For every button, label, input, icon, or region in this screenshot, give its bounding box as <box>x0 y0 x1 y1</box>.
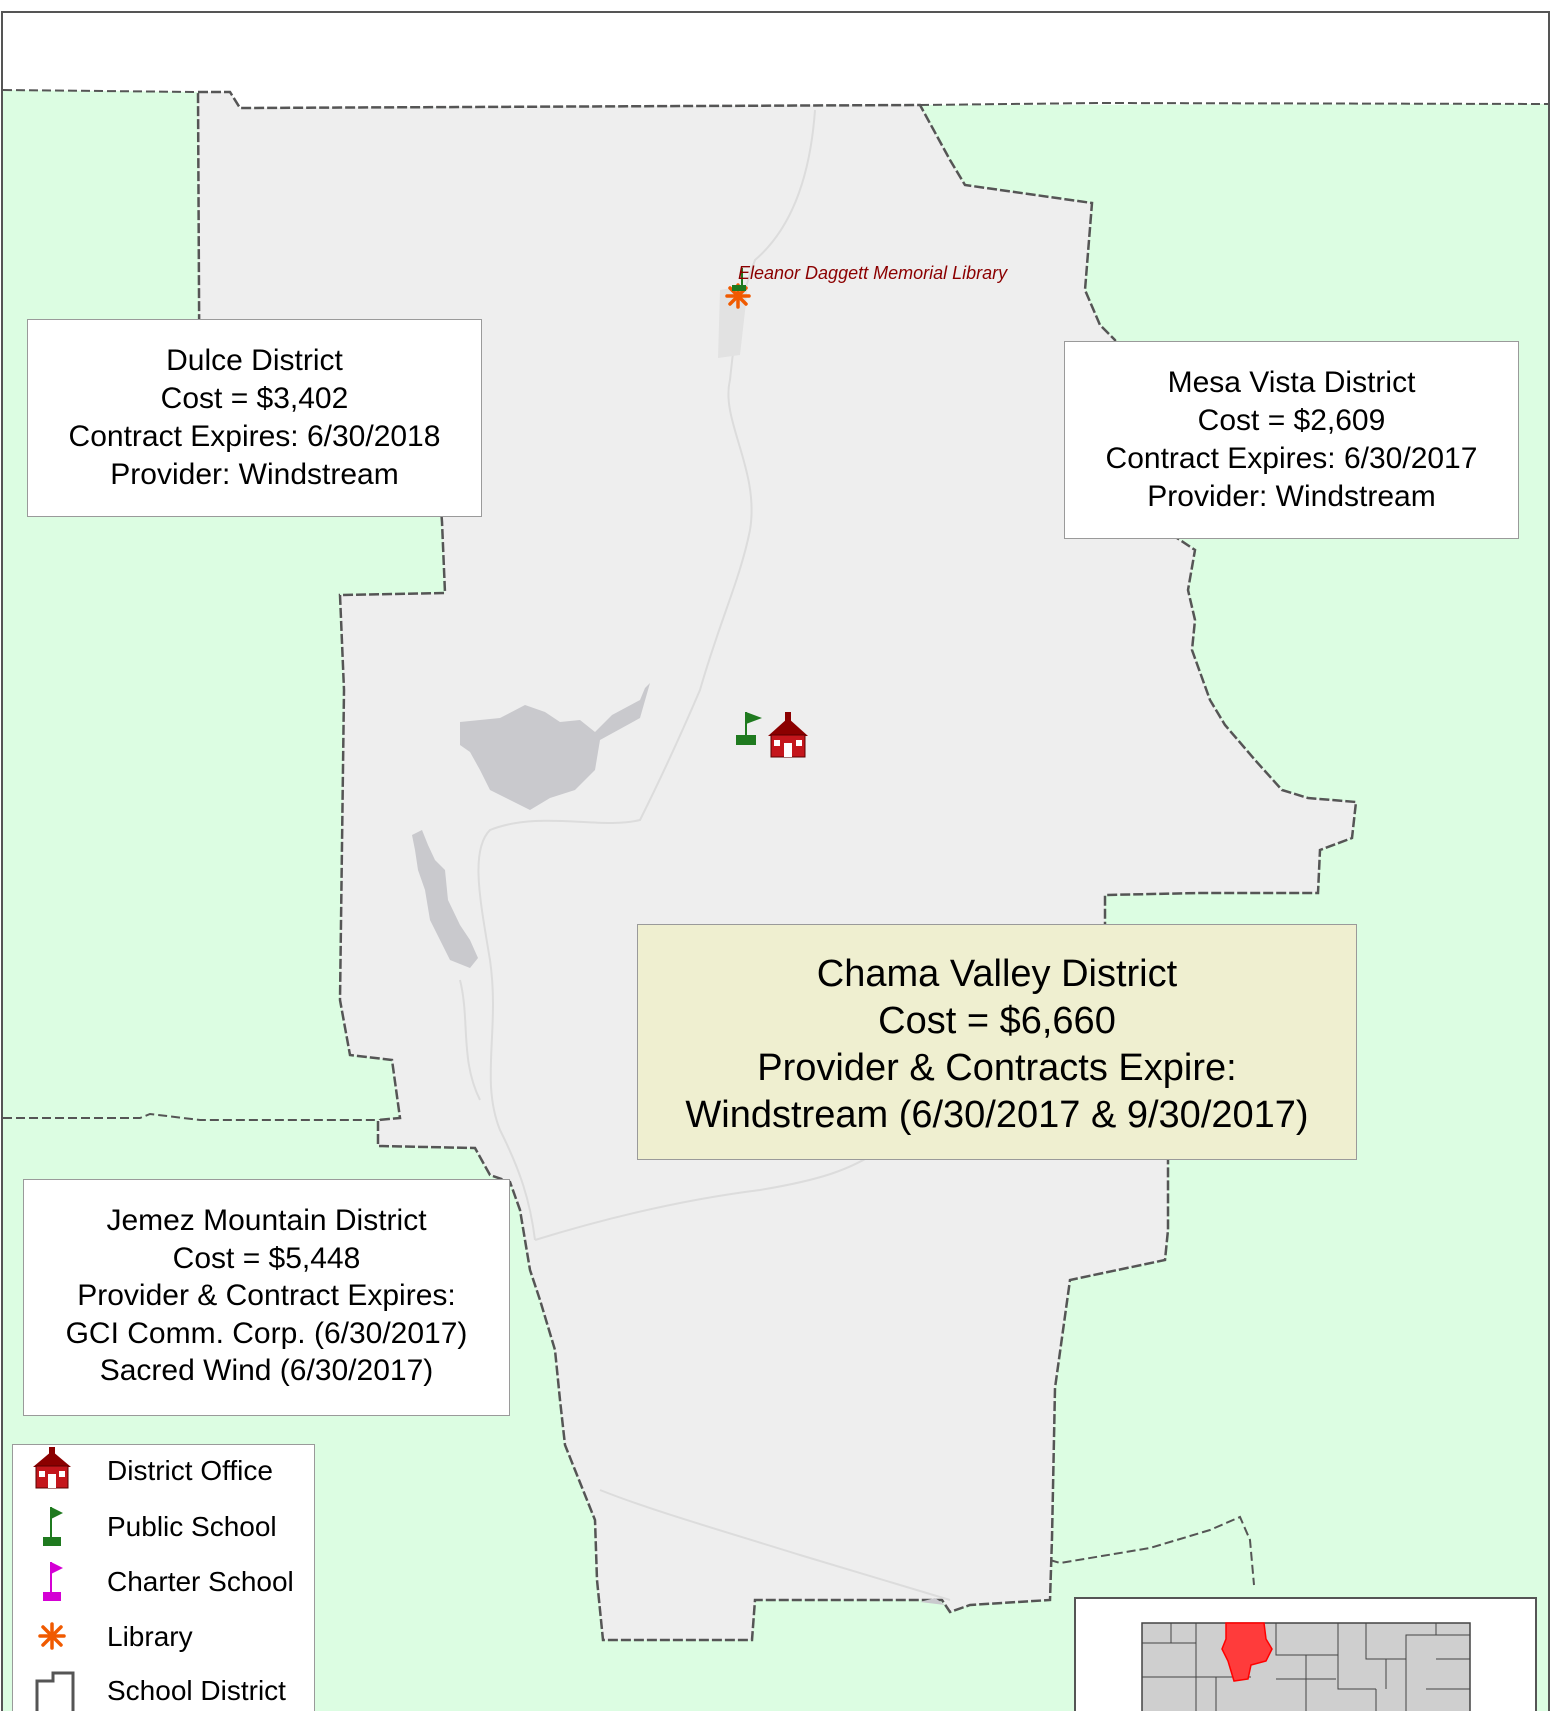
legend-item-school-district: School District <box>13 1667 313 1713</box>
dulce-district-name: Dulce District <box>166 344 343 377</box>
district-office-icon <box>33 1447 71 1489</box>
dulce-district-cost: Cost = $3,402 <box>160 382 349 415</box>
jemez-mountain-district-contract-heading: Provider & Contract Expires: <box>77 1279 456 1312</box>
map-legend: District Office Public School Charter Sc… <box>12 1444 315 1711</box>
water-feature-south <box>920 1598 945 1605</box>
district-boundaries <box>2 89 1549 1586</box>
chama-valley-district-contract-heading: Provider & Contracts Expire: <box>757 1047 1237 1089</box>
jemez-mountain-district-name: Jemez Mountain District <box>106 1204 427 1237</box>
legend-label-district-office: District Office <box>107 1455 273 1486</box>
mesa-vista-district-name: Mesa Vista District <box>1167 366 1416 399</box>
jemez-mountain-district-provider-gci: GCI Comm. Corp. (6/30/2017) <box>65 1316 468 1350</box>
library-map-label: Eleanor Daggett Memorial Library <box>738 263 1008 283</box>
chama-valley-district-cost: Cost = $6,660 <box>878 1000 1116 1042</box>
mesa-vista-district-info-box: Mesa Vista District Cost = $2,609 Contra… <box>1064 341 1519 539</box>
public-school-marker <box>736 712 762 745</box>
reservoir-shape <box>460 683 650 810</box>
dulce-district-info-box: Dulce District Cost = $3,402 Contract Ex… <box>27 319 482 517</box>
legend-item-library: Library <box>13 1613 313 1659</box>
district-office-marker <box>768 712 808 758</box>
mesa-vista-district-cost: Cost = $2,609 <box>1197 404 1386 437</box>
chama-valley-district-provider: Windstream (6/30/2017 & 9/30/2017) <box>685 1094 1309 1136</box>
library-asterisk-icon <box>38 1622 66 1650</box>
mesa-vista-district-provider: Provider: Windstream <box>1147 480 1436 513</box>
public-school-flag-icon <box>43 1507 63 1546</box>
jemez-mountain-district-info-box: Jemez Mountain District Cost = $5,448 Pr… <box>23 1179 510 1416</box>
lake-shape <box>412 830 478 968</box>
inset-highlight-chama-valley <box>1221 1622 1273 1682</box>
jemez-mountain-district-cost: Cost = $5,448 <box>172 1241 361 1275</box>
legend-item-district-office: District Office <box>13 1447 313 1493</box>
chama-valley-district-name: Chama Valley District <box>816 953 1178 995</box>
legend-label-school-district: School District <box>107 1675 286 1706</box>
mesa-vista-district-contract: Contract Expires: 6/30/2017 <box>1105 442 1478 475</box>
public-school-marker-north <box>732 268 746 291</box>
legend-label-charter-school: Charter School <box>107 1566 294 1597</box>
legend-label-library: Library <box>107 1621 193 1652</box>
locator-inset-map <box>1074 1597 1537 1711</box>
dulce-district-contract: Contract Expires: 6/30/2018 <box>68 420 441 453</box>
dulce-district-provider: Provider: Windstream <box>110 458 399 491</box>
school-district-outline-icon <box>35 1671 75 1711</box>
inset-state-map <box>1141 1622 1471 1711</box>
jemez-mountain-district-provider-sacred-wind: Sacred Wind (6/30/2017) <box>99 1354 434 1387</box>
charter-school-flag-icon <box>43 1562 63 1601</box>
legend-item-charter-school: Charter School <box>13 1558 313 1604</box>
legend-label-public-school: Public School <box>107 1511 277 1542</box>
river-corridor <box>718 285 748 358</box>
legend-item-public-school: Public School <box>13 1503 313 1549</box>
chama-valley-district-info-box: Chama Valley District Cost = $6,660 Prov… <box>637 924 1357 1160</box>
